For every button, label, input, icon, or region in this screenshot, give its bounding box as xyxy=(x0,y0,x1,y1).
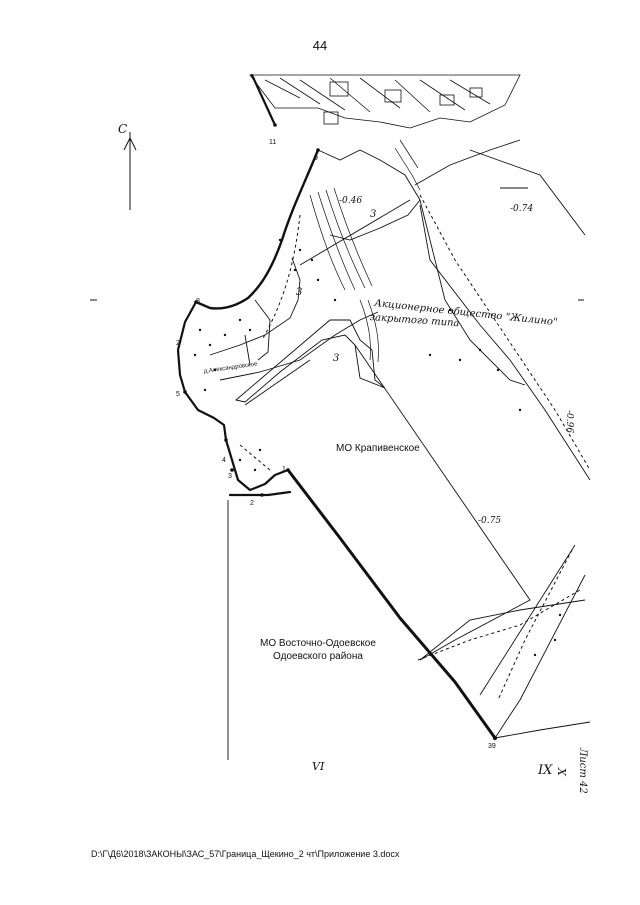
elevation-minus-046: -0.46 xyxy=(339,196,363,206)
elevation-minus-074: -0.74 xyxy=(510,204,534,214)
point-label-4: 4 xyxy=(222,457,226,464)
zone-label-krapivenskoe: МО Крапивенское xyxy=(336,443,420,454)
road-lines xyxy=(239,194,591,701)
point-label-11: 11 xyxy=(269,139,277,146)
parcel-number-3c: 3 xyxy=(333,353,340,364)
point-label-39: 39 xyxy=(488,743,496,750)
elevation-minus-075: -0.75 xyxy=(478,516,502,526)
point-label-2-west: 2 xyxy=(176,340,180,347)
elevation-minus-096: -0.96 xyxy=(564,410,574,434)
point-label-3: 3 xyxy=(228,473,232,480)
roman-numeral-vi: VI xyxy=(312,760,325,773)
parcel-outlines xyxy=(209,139,591,760)
parcel-number-3b: 3 xyxy=(296,287,303,298)
point-label-8: 8 xyxy=(196,298,200,305)
grid-ticks xyxy=(90,187,584,301)
roman-numeral-x: X xyxy=(555,768,568,776)
municipal-boundary xyxy=(176,73,497,740)
point-label-9: 9 xyxy=(314,155,318,162)
zone-label-line-2: Одоевского района xyxy=(273,651,363,662)
vegetation-marks xyxy=(193,238,562,657)
point-label-5: 5 xyxy=(176,391,180,398)
point-label-2-south: 2 xyxy=(250,500,254,507)
roman-numeral-ix: IX xyxy=(538,763,553,778)
zone-label-line-1: МО Восточно-Одоевское xyxy=(260,638,376,649)
settlement-area xyxy=(249,74,521,129)
page-number: 44 xyxy=(312,38,328,53)
ravine-hatching xyxy=(309,139,421,363)
parcel-number-3a: 3 xyxy=(370,209,377,220)
zone-label-vostochno-odoevskoe: МО Восточно-Одоевское Одоевского района xyxy=(248,637,388,663)
north-arrow-icon xyxy=(123,132,137,210)
boundary-point-markers xyxy=(183,123,498,741)
file-path-footer: D:\Г\Д6\2018\ЗАКОНЫ\ЗАС_57\Граница_Щекин… xyxy=(91,849,400,859)
point-label-1: 1 xyxy=(282,466,286,473)
north-letter: С xyxy=(118,122,128,136)
sheet-annotation: Лист 42 xyxy=(577,748,588,794)
